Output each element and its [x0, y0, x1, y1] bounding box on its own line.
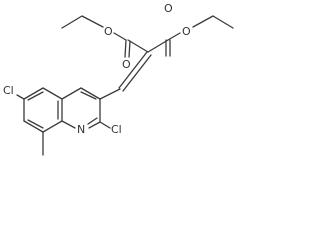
- bond-c2-n1-a: [88, 121, 101, 129]
- bond-c6-cl: [16, 94, 25, 100]
- bond-c5-c6-a: [23, 87, 44, 100]
- bond-c3-c4-inner: [80, 91, 97, 100]
- bond-c4-c4a: [61, 87, 82, 100]
- bond-ether-right: [167, 32, 181, 41]
- label-o-carbonyl-right: O: [164, 2, 173, 15]
- label-cl-c2: Cl: [111, 123, 122, 136]
- bond-exo-double-b: [122, 54, 152, 92]
- bond-ethyl-right-2: [212, 15, 234, 29]
- bond-c5-c6-b: [27, 91, 44, 101]
- bond-n1-c8a: [61, 120, 76, 129]
- bond-c7-c8-a: [23, 120, 44, 133]
- bond-ethyl-left-1: [61, 15, 83, 29]
- bond-c2-n1-b: [87, 117, 98, 125]
- bond-carbonyl-left-b: [128, 40, 131, 58]
- bond-vinyl-c3: [99, 88, 121, 100]
- bond-ethyl-left-2: [81, 15, 104, 28]
- label-o-ether-left: O: [104, 25, 113, 38]
- label-cl-ring: Cl: [3, 84, 14, 97]
- structure-canvas: O O O O Cl N Cl: [3, 2, 234, 156]
- label-n-ring: N: [77, 123, 85, 136]
- bond-c7-c8-b: [27, 119, 44, 129]
- bond-c-right-central: [147, 39, 169, 53]
- bond-c2-cl: [99, 121, 111, 129]
- bond-exo-double-a: [118, 51, 148, 89]
- bond-carbonyl-left-a: [124, 39, 127, 58]
- bond-c-left-central: [127, 39, 149, 53]
- label-o-carbonyl-left: O: [122, 58, 131, 71]
- bond-ether-left: [113, 32, 127, 41]
- bond-ethyl-right-1: [192, 15, 214, 28]
- bond-c3-c4: [80, 87, 101, 100]
- bond-c8-c8a: [42, 120, 63, 133]
- label-o-ether-right: O: [182, 25, 191, 38]
- molecule-diagram: O O O O Cl N Cl: [3, 2, 234, 156]
- bond-c4a-c5: [42, 87, 63, 100]
